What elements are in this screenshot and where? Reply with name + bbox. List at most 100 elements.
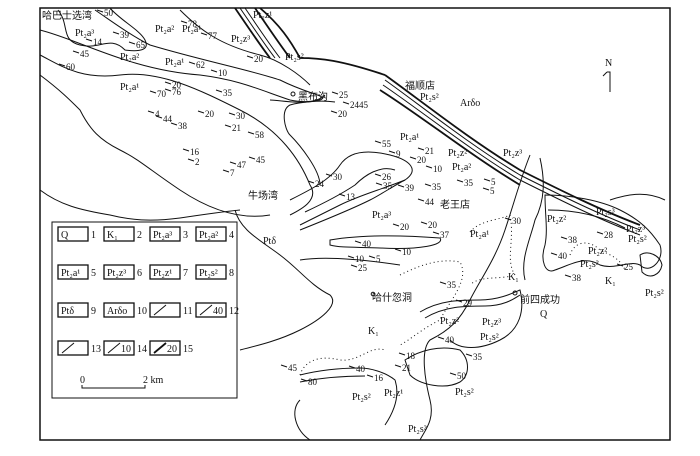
- strike-dip-symbol: [331, 91, 339, 95]
- attitude-value: 20: [254, 54, 264, 64]
- attitude-value: 76: [172, 87, 182, 97]
- attitude-value: 55: [382, 139, 392, 149]
- attitude-value: 37: [440, 230, 450, 240]
- unit-label: Pt₂a¹: [165, 57, 184, 68]
- location-marker-icon: [290, 91, 296, 97]
- attitude-value: 50: [104, 8, 114, 18]
- strike-dip-symbol: [424, 183, 432, 187]
- attitude-value: 5: [490, 186, 495, 196]
- strike-dip-symbol: [425, 165, 433, 169]
- legend-line-icon: [153, 304, 167, 316]
- attitude-value: 77: [208, 31, 218, 41]
- strike-dip-symbol: [366, 374, 374, 378]
- attitude-value: 44: [163, 114, 173, 124]
- strike-dip-symbol: [596, 231, 604, 235]
- unit-label: K₁: [605, 276, 616, 287]
- legend-swatch: [57, 264, 89, 280]
- attitude-value: 40: [356, 364, 366, 374]
- strike-dip-symbol: [246, 55, 254, 59]
- strike-dip-symbol: [210, 69, 218, 73]
- place-habashixuanwan: 哈巴士选湾: [42, 9, 92, 22]
- attitude-value: 7: [230, 168, 235, 178]
- unit-label: Pt₂z²: [547, 214, 566, 225]
- legend-swatch: [149, 264, 181, 280]
- strike-dip-symbol: [347, 255, 355, 259]
- attitude-value: 21: [232, 123, 241, 133]
- legend-swatch: [103, 340, 135, 356]
- strike-dip-symbol: [616, 263, 624, 267]
- unit-label: Pt₂z²: [588, 246, 607, 257]
- strike-dip-symbol: [456, 179, 464, 183]
- legend-symbol: Arδo: [107, 306, 127, 317]
- attitude-value: 58: [255, 130, 265, 140]
- legend-number: 14: [137, 344, 147, 355]
- attitude-value: 24: [315, 179, 325, 189]
- attitude-value: 47: [237, 160, 247, 170]
- attitude-value: 78: [188, 19, 198, 29]
- strike-dip-symbol: [550, 252, 558, 256]
- strike-dip-symbol: [338, 193, 346, 197]
- unit-label: Ptδ: [263, 236, 276, 247]
- unit-label: Pt₂a²: [120, 52, 139, 63]
- unit-labels: Pt₂a³ Pt₂a² Pt₂a¹ Pt₂a² Pt₂a¹ Pt₂a¹ Pt₂z…: [75, 10, 664, 435]
- strike-dip-symbol: [368, 255, 376, 259]
- geologic-boundaries: [39, 7, 666, 441]
- strike-dip-symbol: [560, 236, 568, 240]
- strike-dip-symbol: [388, 150, 396, 154]
- unit-label: Pt₂a³: [75, 28, 94, 39]
- strike-dip-symbol: [455, 299, 463, 303]
- attitude-value: 38: [568, 235, 578, 245]
- unit-label: Q: [540, 309, 548, 320]
- unit-label: Pt₂z³: [503, 148, 522, 159]
- legend-number: 6: [137, 268, 142, 279]
- strike-dip-symbol: [417, 198, 425, 202]
- unit-label: Pt₂z³: [231, 34, 250, 45]
- place-names: 哈巴士选湾 黑布沟 福顺店 牛场湾 老王店 哈什忽洞 前四成功: [42, 9, 560, 306]
- place-laowangdian: 老王店: [440, 198, 470, 211]
- attitude-value: 30: [333, 172, 343, 182]
- strike-dip-symbol: [215, 89, 223, 93]
- strike-dip-symbol: [394, 364, 402, 368]
- unit-label: Pt₂a¹: [182, 24, 201, 35]
- strike-dip-symbol: [164, 88, 172, 92]
- legend-symbol: Pt₂a¹: [61, 268, 80, 279]
- unit-label: Pt₂s²: [352, 392, 371, 403]
- place-heibugou: 黑布沟: [298, 90, 328, 103]
- legend-number: 9: [91, 306, 96, 317]
- attitude-value: 30: [512, 216, 522, 226]
- attitude-value: 45: [256, 155, 266, 165]
- attitude-value: 29: [463, 298, 473, 308]
- legend-symbol: Pt₂a²: [199, 230, 218, 241]
- strike-dip-symbol: [197, 110, 205, 114]
- strike-dip-symbol: [392, 223, 400, 227]
- attitude-value: 20: [172, 80, 182, 90]
- attitude-value: 16: [374, 373, 384, 383]
- scale-label: 0: [80, 375, 85, 386]
- strike-dip-symbol: [348, 365, 356, 369]
- strike-dip-symbol: [374, 140, 382, 144]
- legend-swatch: [103, 226, 135, 242]
- attitude-value: 65: [136, 40, 146, 50]
- attitude-value: 20: [400, 222, 410, 232]
- legend-line-icon: [61, 342, 75, 354]
- attitude-value: 20: [417, 155, 427, 165]
- legend-symbol: Pt₂a³: [153, 230, 172, 241]
- strike-dip-symbol: [439, 281, 447, 285]
- attitude-value: 40: [362, 239, 372, 249]
- attitude-value: 16: [190, 147, 200, 157]
- attitude-value: 21: [425, 146, 434, 156]
- attitude-value: 50: [457, 371, 467, 381]
- legend-number: 11: [183, 306, 193, 317]
- location-marker-icon: [512, 290, 518, 296]
- legend-number: 13: [91, 344, 101, 355]
- unit-label: K₁: [508, 272, 519, 283]
- strike-dip-symbol: [224, 124, 232, 128]
- strike-dip-symbol: [229, 161, 237, 165]
- place-niuchangwan: 牛场湾: [248, 189, 278, 202]
- attitude-value: 39: [405, 183, 415, 193]
- strike-dip-symbol: [180, 20, 188, 24]
- unit-label: K₁: [368, 326, 379, 337]
- legend-number: 12: [229, 306, 239, 317]
- legend-symbol: 10: [121, 344, 131, 355]
